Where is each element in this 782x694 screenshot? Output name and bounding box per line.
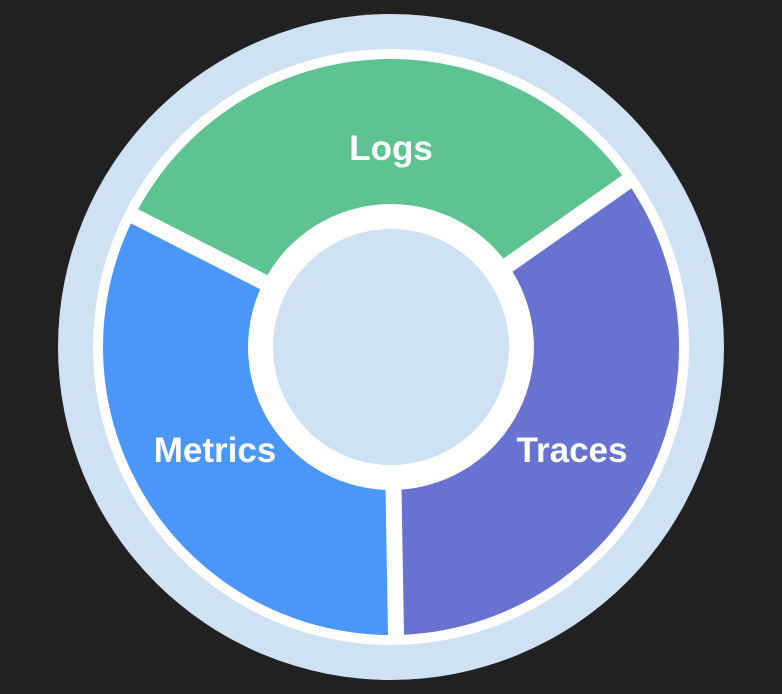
metrics-segment: [103, 223, 389, 635]
logs-segment: [138, 59, 623, 276]
traces-segment: [401, 188, 680, 635]
metrics-label: Metrics: [154, 431, 277, 470]
traces-label: Traces: [517, 431, 628, 470]
center-hub: [273, 229, 509, 465]
logs-label: Logs: [349, 129, 433, 168]
